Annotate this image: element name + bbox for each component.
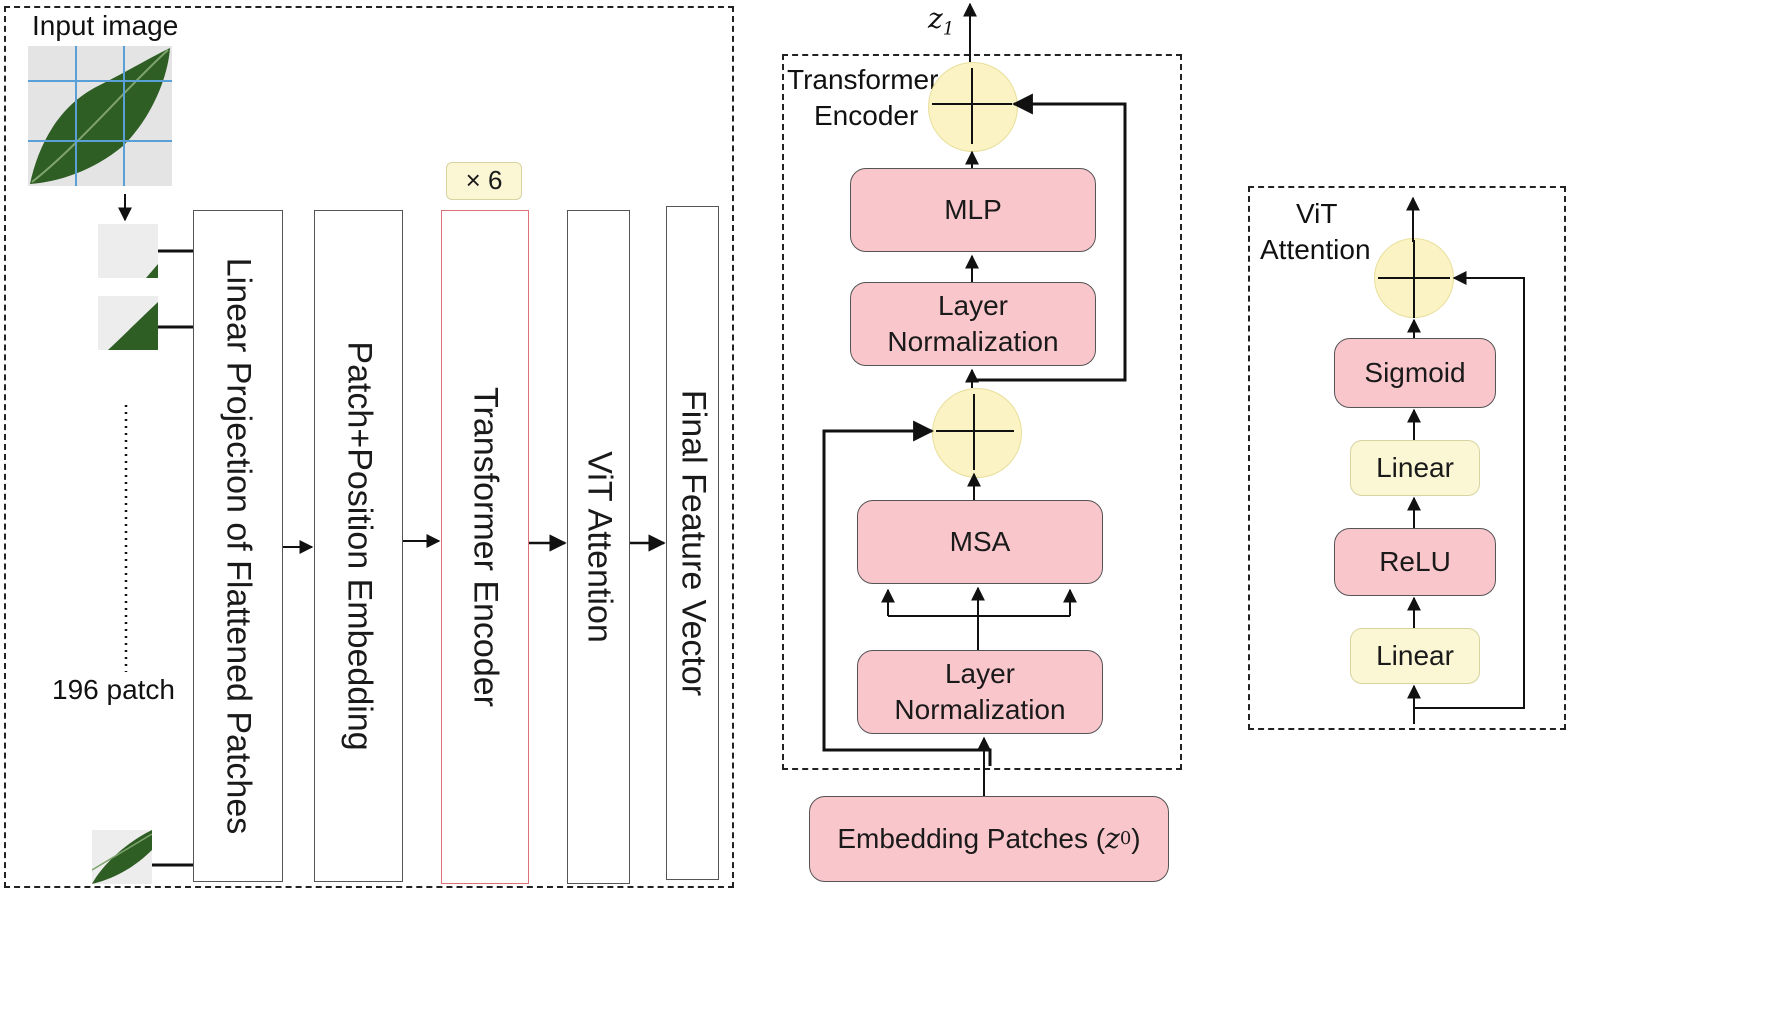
attention-title-line1: ViT [1296,198,1338,229]
embedding-patches-close: ) [1131,822,1141,854]
column-transformer-encoder: Transformer Encoder [441,210,529,884]
attention-relu-box: ReLU [1334,528,1496,596]
attention-panel-frame [1248,186,1566,730]
encoder-panel-frame [782,54,1182,770]
encoder-output-sub: 1 [942,18,955,40]
embedding-patches-var: z [1105,821,1120,855]
encoder-output-label: z1 [928,2,954,40]
encoder-title-line1: Transformer [787,64,939,95]
attention-title-line2: Attention [1260,234,1371,265]
encoder-mlp-box: MLP [850,168,1096,252]
encoder-layer-norm-top: Layer Normalization [850,282,1096,366]
column-final-feature-vector: Final Feature Vector [666,206,719,880]
attention-linear-bottom-box: Linear [1350,628,1480,684]
encoder-title-line2: Encoder [814,100,919,131]
attention-sigmoid-box: Sigmoid [1334,338,1496,408]
column-patch-position-embedding: Patch+Position Embedding [314,210,403,882]
patch-1 [98,224,158,278]
encoder-layer-norm-bottom-line1: Layer [944,657,1016,689]
embedding-patches-sub: 0 [1119,828,1132,850]
embedding-patches-label: Embedding Patches ( [837,822,1106,854]
attention-linear-top-box: Linear [1350,440,1480,496]
encoder-layer-norm-bottom: Layer Normalization [857,650,1103,734]
patch-196 [92,830,152,884]
column-linear-projection: Linear Projection of Flattened Patches [193,210,283,882]
encoder-layer-norm-bottom-line2: Normalization [894,694,1066,725]
encoder-add-bottom [932,388,1022,478]
column-vit-attention: ViT Attention [567,210,630,884]
input-image-label: Input image [32,10,179,41]
patch-2 [98,296,158,350]
encoder-output-var: z [928,2,943,35]
input-image [28,46,172,186]
left-panel-frame [4,6,734,888]
repeat-badge: × 6 [446,162,522,200]
encoder-layer-norm-top-line1: Layer [937,289,1009,321]
patch-count-label: 196 patch [52,674,175,705]
encoder-layer-norm-top-line2: Normalization [887,326,1059,357]
encoder-msa-box: MSA [857,500,1103,584]
